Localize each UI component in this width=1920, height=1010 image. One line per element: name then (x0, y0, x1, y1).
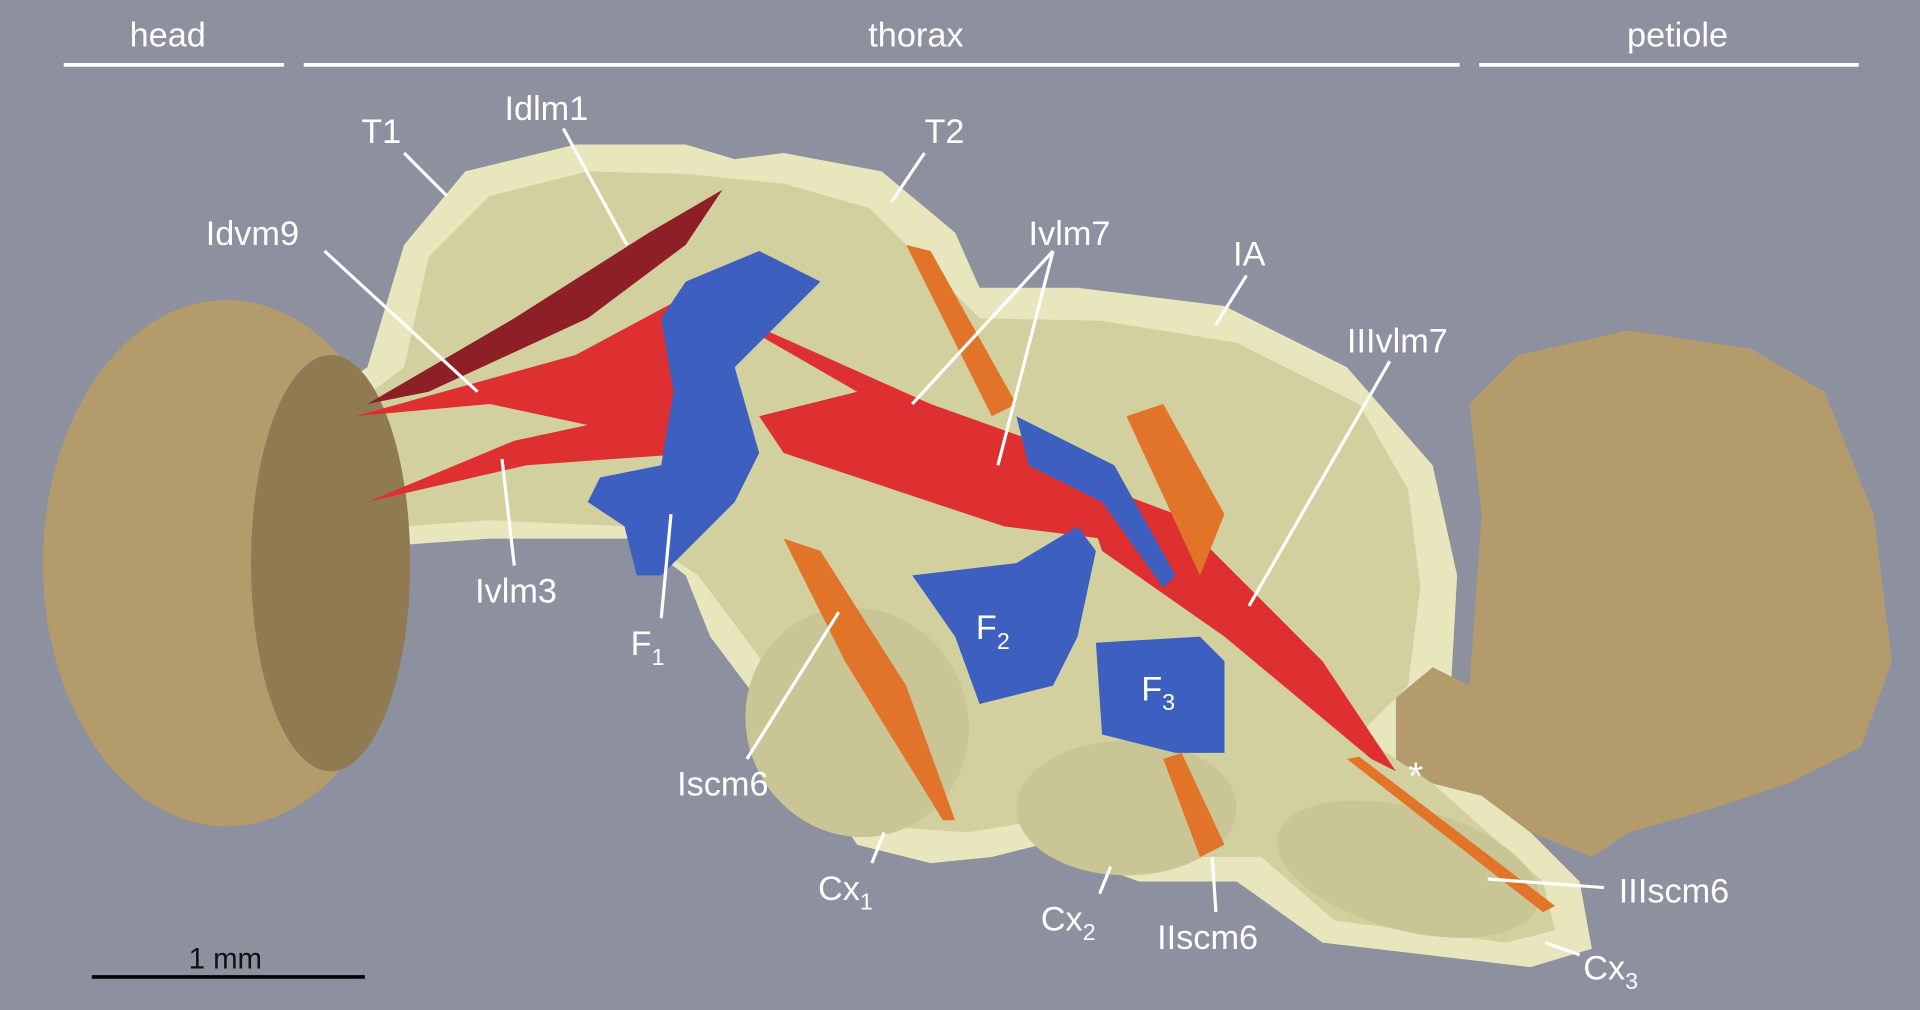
furca-F3 (1095, 636, 1225, 753)
muscle-IIscm6 (1163, 752, 1225, 857)
label-IA: IA (1233, 236, 1266, 274)
label-T1: T1 (361, 113, 401, 151)
thorax-label: thorax (868, 17, 963, 55)
label-Iscm6: Iscm6 (677, 766, 768, 804)
furcae (587, 250, 1225, 753)
label-Cx1: Cx1 (818, 870, 873, 915)
label-F1: F1 (631, 625, 665, 670)
muscle-orange-mid (1126, 404, 1225, 576)
label-IIIvlm7: IIIvlm7 (1347, 323, 1448, 361)
furca-F2-arm (1016, 416, 1176, 588)
label-Cx2: Cx2 (1041, 900, 1096, 945)
label-IIscm6: IIscm6 (1157, 919, 1258, 957)
thorax-body (312, 144, 1592, 968)
label-Ivlm3: Ivlm3 (475, 572, 557, 610)
muscle-Ivlm3 (367, 404, 698, 502)
asterisk-marker: * (1408, 756, 1423, 799)
furca-F2 (912, 526, 1096, 704)
label-Cx3: Cx3 (1583, 949, 1638, 994)
label-Idlm1: Idlm1 (504, 90, 588, 128)
muscle-Idlm1 (367, 189, 723, 404)
label-F2: F2 (976, 609, 1010, 654)
label-F3: F3 (1141, 670, 1175, 715)
label-Ivlm7: Ivlm7 (1029, 215, 1111, 253)
muscle-IIIscm6 (1346, 756, 1556, 913)
muscle-orange-dorsal (906, 244, 1017, 417)
label-T2: T2 (924, 113, 964, 151)
muscle-Idvm9 (355, 263, 747, 441)
head-label: head (130, 17, 206, 55)
label-IIIscm6: IIIscm6 (1619, 872, 1729, 910)
furca-F1 (587, 250, 821, 576)
leader-lines (323, 127, 1605, 957)
petiole-label: petiole (1627, 17, 1728, 55)
label-Idvm9: Idvm9 (206, 215, 299, 253)
petiole-segment (1395, 330, 1892, 857)
muscle-Iscm6 (783, 538, 956, 821)
scale-bar-label: 1 mm (189, 942, 262, 975)
head-capsule (42, 299, 411, 827)
muscle-Ivlm7 (697, 299, 1103, 539)
